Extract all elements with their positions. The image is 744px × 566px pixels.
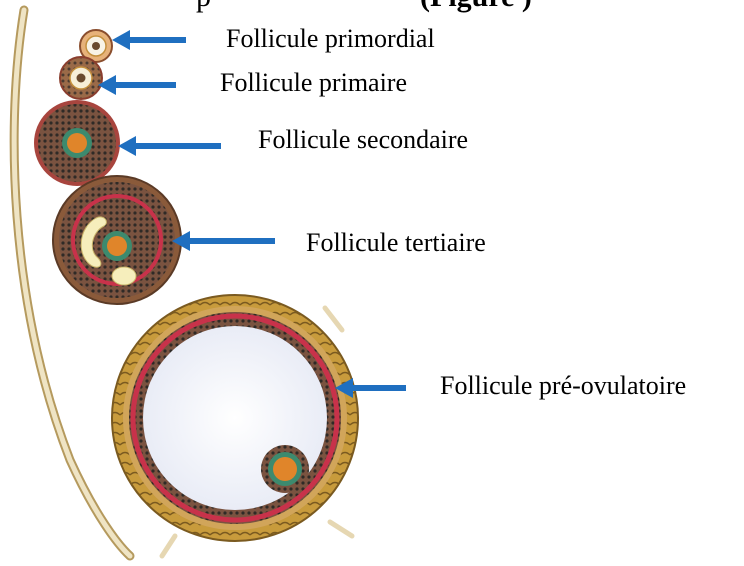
- label-secondaire: Follicule secondaire: [258, 127, 468, 153]
- tertiary-follicle: [53, 176, 181, 304]
- arrow-tertiaire: [172, 231, 275, 251]
- label-primordial: Follicule primordial: [226, 26, 435, 52]
- arrow-primaire: [98, 75, 176, 95]
- primary-follicle: [60, 57, 102, 99]
- label-tertiaire: Follicule tertiaire: [306, 230, 486, 256]
- figure-header-bold: (Figure ): [420, 0, 532, 12]
- arrow-primordial: [112, 30, 186, 50]
- arrow-secondaire: [118, 136, 221, 156]
- label-preovulatoire: Follicule pré-ovulatoire: [440, 373, 686, 399]
- figure-header: p: [196, 0, 211, 12]
- secondary-follicle: [34, 100, 120, 186]
- figure-header-text: p: [196, 0, 211, 13]
- preovulatory-follicle: [112, 295, 358, 556]
- figure-header-bold-text: (Figure ): [420, 0, 532, 13]
- label-primaire: Follicule primaire: [220, 70, 407, 96]
